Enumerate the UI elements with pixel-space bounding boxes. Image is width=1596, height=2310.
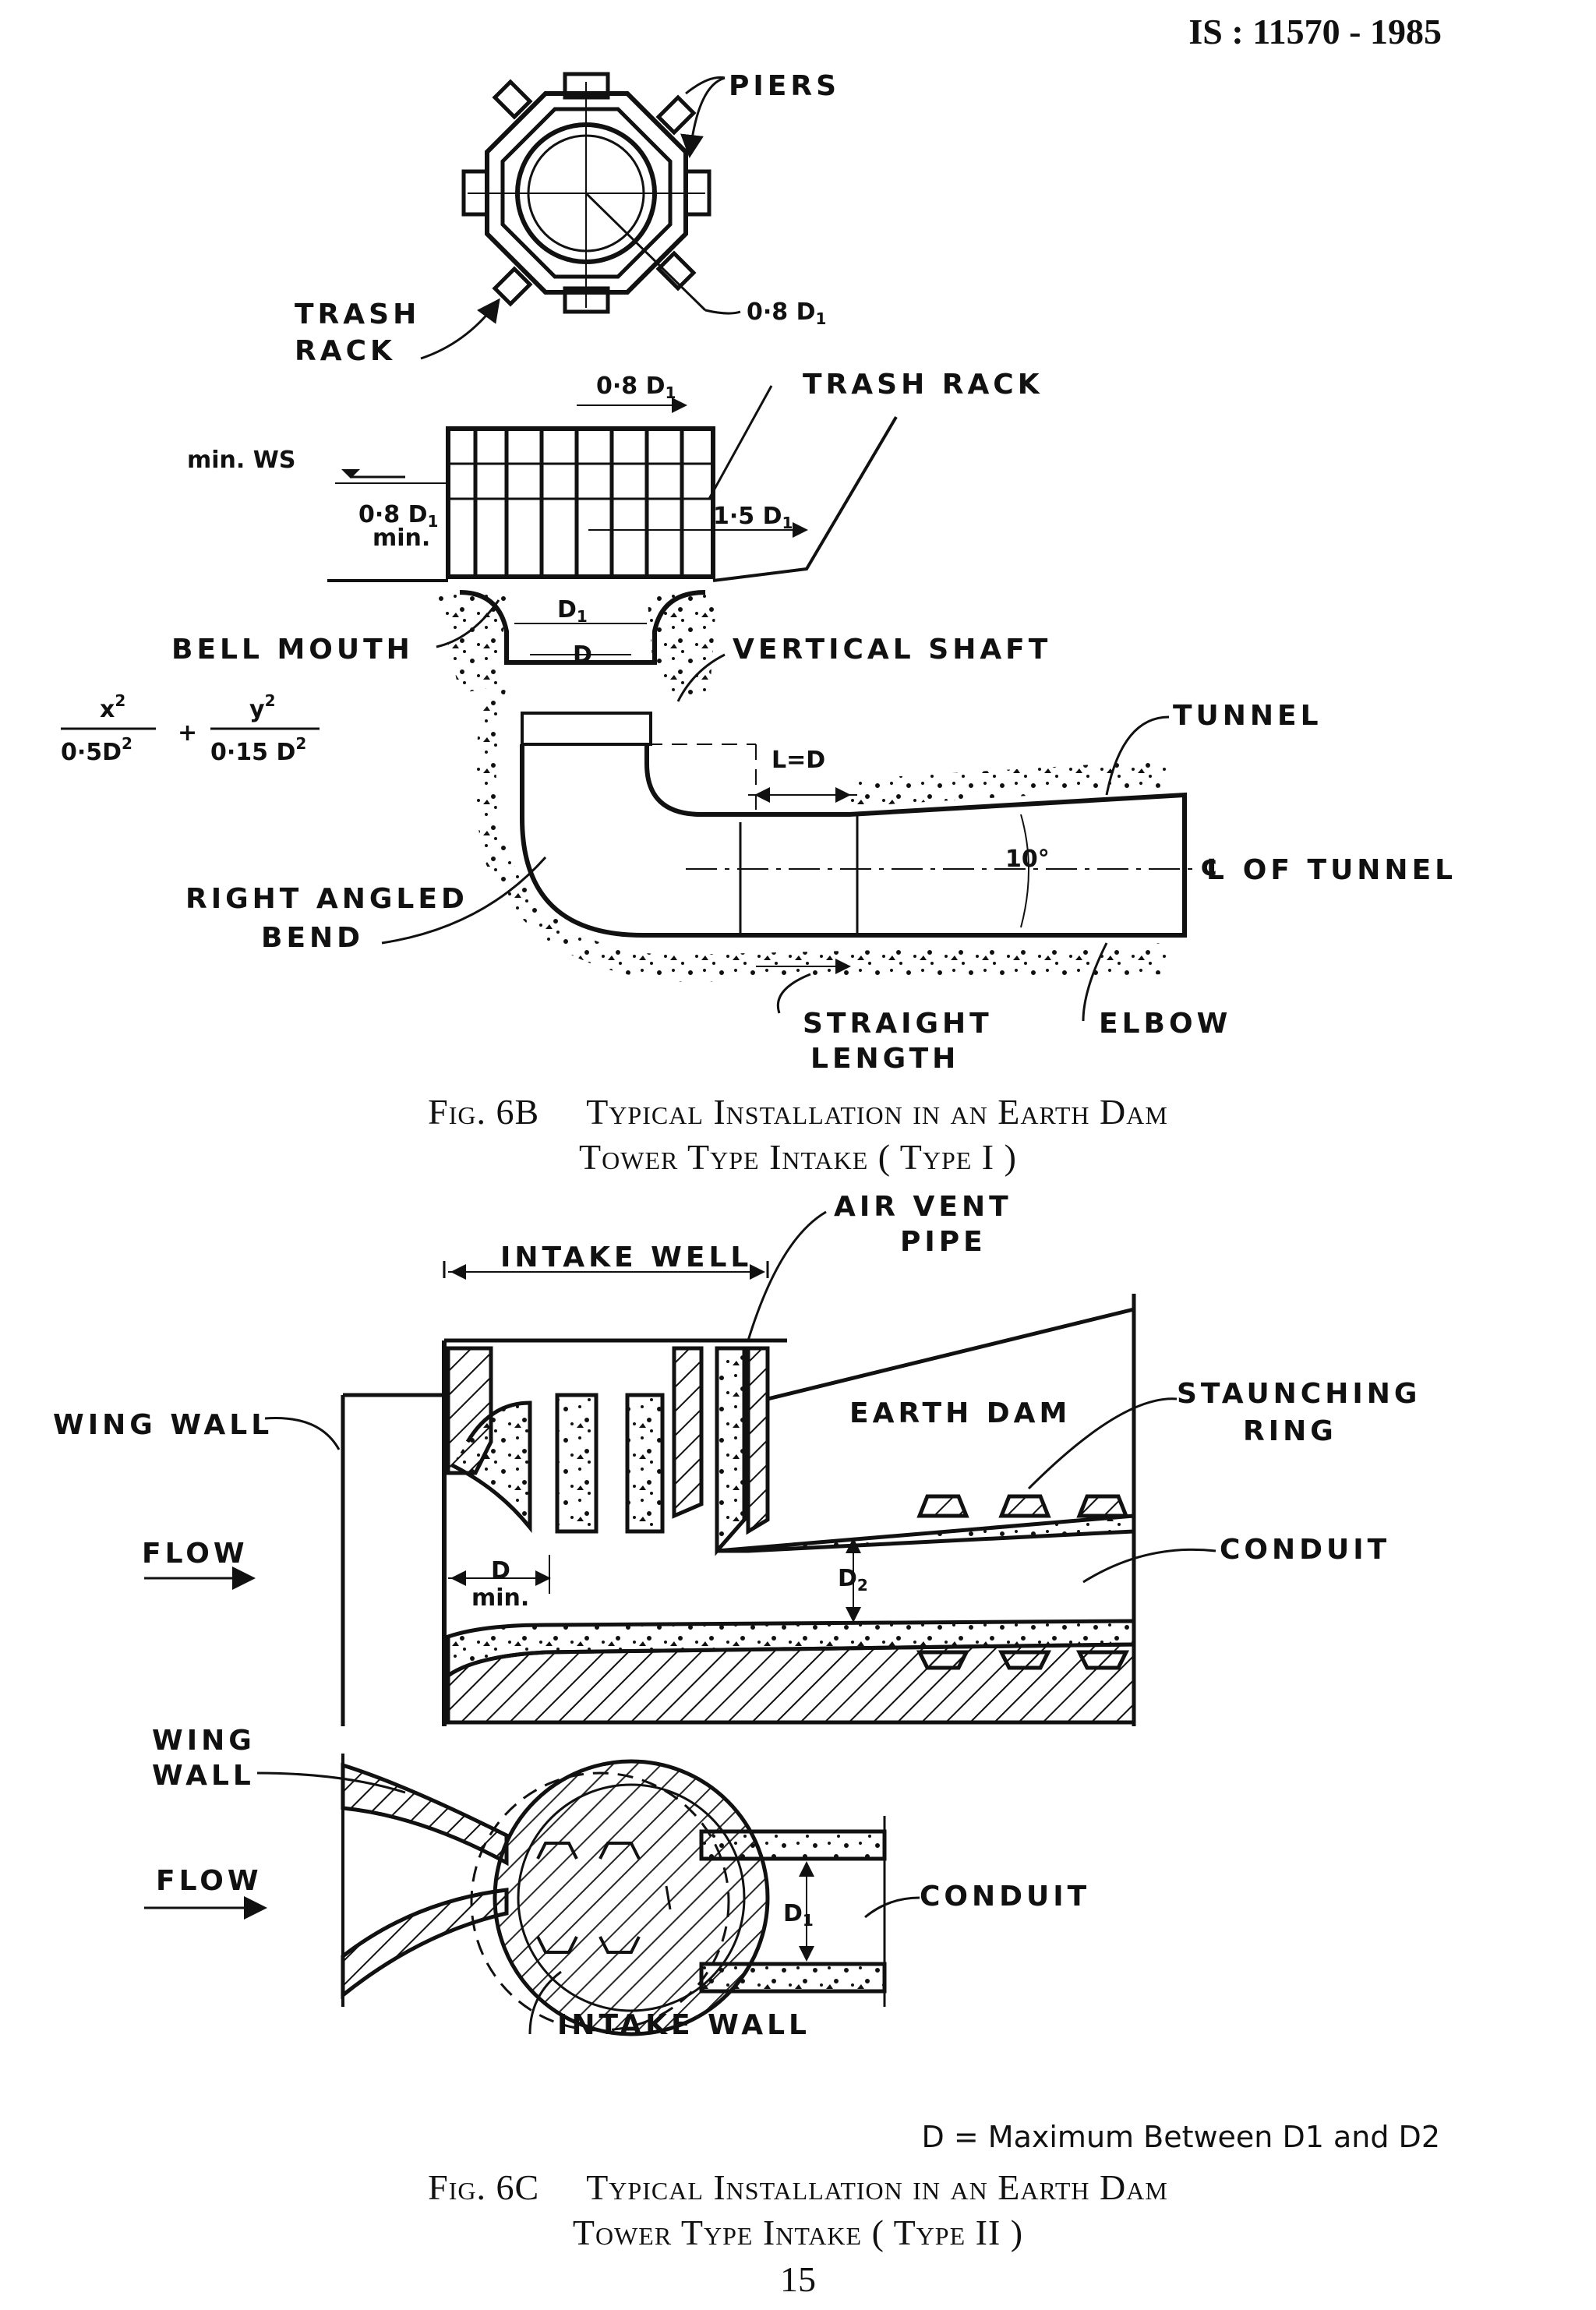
label-tunnel: TUNNEL	[1173, 700, 1322, 732]
label-l-eq-d: L=D	[772, 747, 825, 774]
dimension-definition: D = Maximum Between D1 and D2	[921, 2120, 1440, 2154]
label-trash-rack-elev: TRASH RACK	[803, 369, 1043, 401]
label-staunching-2: RING	[1243, 1415, 1337, 1447]
page-number: 15	[780, 2259, 816, 2299]
label-straight-1: STRAIGHT	[803, 1008, 993, 1040]
svg-text:+: +	[178, 719, 197, 747]
label-trash-rack-plan-2: RACK	[295, 335, 396, 367]
label-intake-wall: INTAKE WALL	[557, 2009, 810, 2041]
label-08d1-min-2: min.	[373, 525, 430, 552]
label-air-vent-1: AIR VENT	[834, 1191, 1012, 1223]
label-d1-plan: D1	[783, 1900, 814, 1930]
label-wing-wall-2b: WALL	[152, 1760, 255, 1792]
label-d1-shaft: D1	[557, 596, 588, 626]
label-air-vent-2: PIPE	[900, 1226, 987, 1258]
label-right-angled-2: BEND	[261, 922, 364, 954]
label-straight-2: LENGTH	[810, 1043, 959, 1075]
label-08d1-top: 0·8 D1	[596, 373, 676, 402]
label-earth-dam: EARTH DAM	[849, 1397, 1071, 1429]
label-bell-mouth: BELL MOUTH	[171, 634, 414, 666]
label-conduit-2: CONDUIT	[920, 1881, 1090, 1913]
label-wing-wall-2a: WING	[152, 1725, 256, 1757]
bell-mouth-formula: x2 0·5D2 + y2 0·15 D2	[61, 691, 320, 766]
label-flow-2: FLOW	[156, 1865, 263, 1897]
label-d-min-1: D	[491, 1557, 510, 1584]
svg-text:y2: y2	[249, 691, 275, 723]
figure-6c-number: Fig. 6C	[428, 2167, 540, 2207]
trash-rack-plan	[420, 72, 741, 360]
svg-text:0·5D2: 0·5D2	[61, 734, 132, 766]
svg-text:0·15 D2: 0·15 D2	[210, 734, 306, 766]
label-cl-tunnel: ℄ OF TUNNEL	[1200, 854, 1457, 886]
label-intake-well: INTAKE WELL	[500, 1242, 752, 1273]
standard-number: IS : 11570 - 1985	[1188, 12, 1442, 51]
intake-plan	[144, 1754, 920, 2036]
label-vertical-shaft: VERTICAL SHAFT	[733, 634, 1051, 666]
label-staunching-1: STAUNCHING	[1177, 1378, 1421, 1410]
intake-elevation	[327, 385, 1192, 1022]
label-trash-rack-plan-1: TRASH	[295, 298, 420, 330]
figure-6c-caption-line2: Tower Type Intake ( Type II )	[572, 2213, 1024, 2252]
label-08d1-min-1: 0·8 D1	[358, 501, 438, 531]
label-conduit: CONDUIT	[1220, 1534, 1390, 1566]
svg-text:x2: x2	[100, 691, 125, 723]
label-right-angled-1: RIGHT ANGLED	[185, 883, 468, 915]
label-d-min-2: min.	[471, 1584, 529, 1612]
label-15d1: 1·5 D1	[713, 503, 793, 532]
label-wing-wall: WING WALL	[53, 1409, 273, 1441]
label-d2: D2	[838, 1565, 868, 1595]
figure-6b-number: Fig. 6B	[428, 1092, 540, 1132]
label-piers: PIERS	[729, 70, 840, 102]
label-min-ws: min. WS	[187, 447, 295, 474]
label-flow: FLOW	[142, 1538, 249, 1570]
intake-well-section	[144, 1210, 1216, 1726]
label-angle: 10°	[1005, 846, 1050, 873]
figure-6b-drawing: PIERS TRASH RACK 0·8 D1	[61, 70, 1457, 1075]
label-d-shaft: D	[573, 641, 592, 669]
figure-6b-caption-line2: Tower Type Intake ( Type I )	[579, 1137, 1017, 1177]
label-elbow: ELBOW	[1099, 1008, 1231, 1040]
label-08d1-plan: 0·8 D1	[747, 298, 826, 328]
